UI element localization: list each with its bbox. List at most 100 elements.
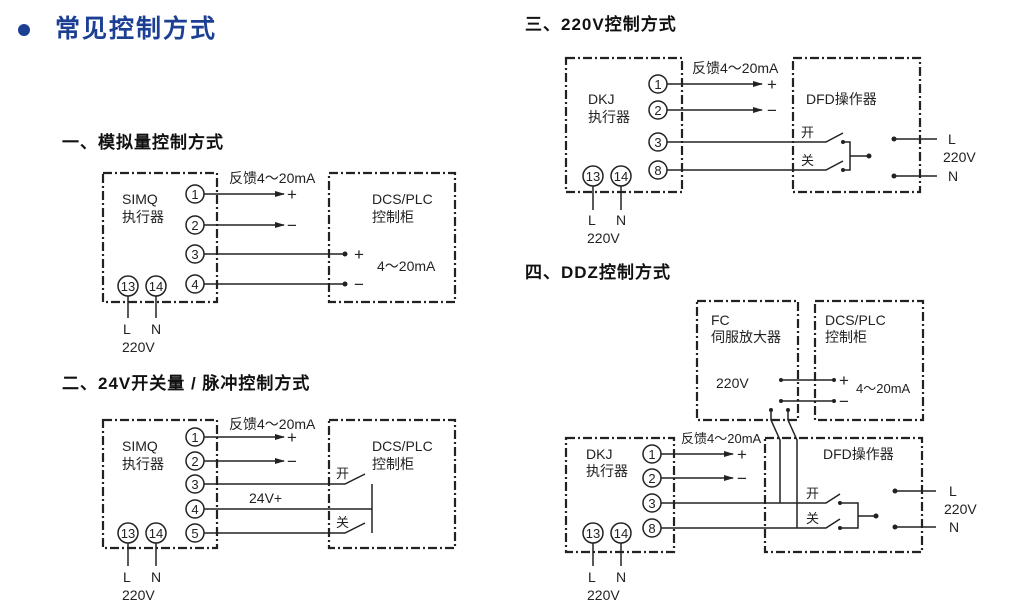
controller-label: 控制柜 [372,209,414,225]
close-switch [661,518,841,529]
plus-sign: + [737,445,747,464]
actuator-label: 执行器 [586,463,628,479]
controller-name: DCS/PLC [372,191,433,207]
controller-name: DCS/PLC [825,312,886,328]
close-label: 关 [806,511,819,526]
minus-sign: − [287,216,297,235]
svg-text:3: 3 [654,135,661,150]
svg-text:13: 13 [586,526,600,541]
terminal: 2 [185,215,205,235]
line-label: L [123,569,131,585]
minus-sign: − [354,275,364,294]
terminal: 14 [610,165,632,187]
line-label: L [588,569,596,585]
feedback-label: 反馈4～20mA [681,431,762,446]
terminal: 3 [648,132,668,152]
terminal: 5 [185,523,205,543]
minus-sign: − [737,469,747,488]
svg-text:1: 1 [191,430,198,445]
amplifier-voltage: 220V [716,375,749,391]
operator-box [791,56,922,194]
section-title: 三、220V控制方式 [525,14,677,34]
plus-sign: + [287,185,297,204]
page-title: 常见控制方式 [55,14,217,43]
bullet-icon [18,24,30,36]
svg-text:2: 2 [654,103,661,118]
open-switch [204,473,366,485]
voltage-label: 220V [122,339,155,355]
section-ddz: 四、DDZ控制方式 FC 伺服放大器 220V DCS/PLC 控制柜 + − … [525,262,977,603]
terminal: 4 [185,274,205,294]
signal-label: 4～20mA [856,381,911,396]
svg-text:8: 8 [648,521,655,536]
section-analog: 一、模拟量控制方式 SIMQ 执行器 DCS/PLC 控制柜 反馈4～20mA … [62,132,457,355]
plus-sign: + [839,371,849,390]
terminal: 13 [117,275,139,297]
svg-text:3: 3 [648,496,655,511]
minus-sign: − [767,101,777,120]
feedback-label: 反馈4～20mA [229,170,316,186]
terminal: 3 [185,474,205,494]
svg-text:1: 1 [654,77,661,92]
controller-label: 控制柜 [372,456,414,472]
svg-text:14: 14 [614,169,628,184]
terminal: 8 [642,518,662,538]
terminal: 1 [648,74,668,94]
voltage-label: 220V [943,149,976,165]
controller-box [813,299,925,422]
terminal: 14 [610,522,632,544]
voltage-label: 220V [587,230,620,246]
close-label: 关 [336,515,349,530]
amplifier-label: 伺服放大器 [711,329,781,345]
plus-sign: + [354,245,364,264]
plus-sign: + [767,75,777,94]
open-label: 开 [336,466,349,481]
neutral-label: N [948,168,958,184]
svg-text:2: 2 [191,218,198,233]
svg-text:14: 14 [149,279,163,294]
controller-label: 控制柜 [825,329,867,345]
operator-name: DFD操作器 [823,446,894,462]
line-label: L [949,483,957,499]
open-label: 开 [801,125,814,140]
voltage-label: 220V [587,587,620,603]
terminal: 1 [185,184,205,204]
close-switch [204,522,366,534]
terminal: 4 [185,499,205,519]
svg-text:1: 1 [648,447,655,462]
svg-text:1: 1 [191,187,198,202]
line-label: L [948,131,956,147]
terminal: 13 [117,522,139,544]
terminal: 13 [582,165,604,187]
amplifier-box [695,299,800,422]
controller-box [327,171,457,304]
feedback-label: 反馈4～20mA [692,60,779,76]
amplifier-name: FC [711,312,730,328]
terminal: 3 [642,493,662,513]
terminal: 8 [648,160,668,180]
actuator-box [564,436,676,554]
actuator-box [101,171,219,304]
operator-box [763,436,924,554]
controller-name: DCS/PLC [372,438,433,454]
svg-text:3: 3 [191,477,198,492]
actuator-label: 执行器 [122,456,164,472]
voltage-label: 220V [944,501,977,517]
actuator-name: SIMQ [122,438,158,454]
svg-text:14: 14 [149,526,163,541]
open-switch [661,493,841,504]
actuator-name: SIMQ [122,191,158,207]
voltage-label: 220V [122,587,155,603]
open-switch [667,132,844,143]
svg-text:13: 13 [121,279,135,294]
svg-text:4: 4 [191,502,198,517]
terminal: 1 [185,427,205,447]
svg-text:13: 13 [121,526,135,541]
neutral-label: N [616,212,626,228]
neutral-label: N [151,321,161,337]
feedback-label: 反馈4～20mA [229,416,316,432]
svg-text:4: 4 [191,277,198,292]
section-title: 二、24V开关量 / 脉冲控制方式 [62,373,310,393]
svg-text:3: 3 [191,247,198,262]
